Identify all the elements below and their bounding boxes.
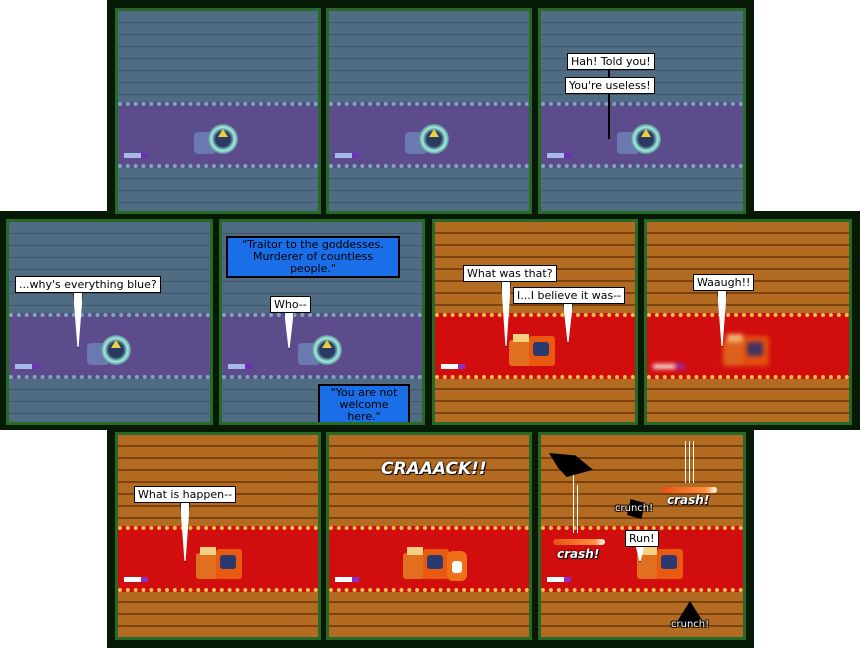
panel-10: crunch! crash! crash! Run! crunch!: [538, 432, 746, 640]
debris-streak: [689, 441, 690, 483]
speech-bubble-told-you: Hah! Told you!: [567, 53, 655, 70]
panel-2: [326, 8, 532, 214]
sound-effect-crash-2: crash!: [557, 547, 600, 561]
character-sprite: [405, 124, 451, 158]
panel-1: [115, 8, 321, 214]
sword: [547, 153, 571, 158]
sword: [653, 364, 685, 369]
sword: [124, 153, 148, 158]
speech-bubble-useless: You're useless!: [565, 77, 655, 94]
character-sprite: [509, 334, 557, 370]
speech-bubble-happen: What is happen--: [134, 486, 237, 503]
speech-bubble-waaugh: Waaugh!!: [693, 274, 755, 291]
burning-debris: [553, 539, 605, 545]
panel-3: Hah! Told you! You're useless!: [538, 8, 746, 214]
panel-5: "Traitor to the goddesses. Murderer of c…: [219, 219, 425, 425]
sword: [547, 577, 571, 582]
sword: [124, 577, 148, 582]
panel-7: Waaugh!!: [644, 219, 852, 425]
characters-sprite: [403, 547, 467, 583]
carpet: [435, 313, 635, 379]
sword: [15, 364, 39, 369]
narration-box-traitor: "Traitor to the goddesses. Murderer of c…: [226, 236, 400, 278]
speech-bubble-blue: ...why's everything blue?: [15, 276, 161, 293]
panel-9: CRAAACK!!: [326, 432, 532, 640]
character-sprite: [196, 547, 244, 583]
sound-effect-crunch-1: crunch!: [615, 503, 654, 514]
falling-debris: [627, 499, 645, 519]
sound-effect-crunch-2: crunch!: [671, 619, 710, 630]
sword: [441, 364, 465, 369]
falling-debris: [549, 453, 593, 477]
speech-bubble-who: Who--: [270, 296, 311, 313]
debris-streak: [577, 485, 578, 533]
sword: [335, 153, 359, 158]
narration-box-not-welcome: "You are not welcome here.": [318, 384, 410, 422]
panel-8: What is happen--: [115, 432, 321, 640]
carpet: [329, 102, 529, 168]
sword: [335, 577, 359, 582]
character-sprite: [194, 124, 240, 158]
speech-bubble-believe: I...I believe it was--: [513, 287, 626, 304]
debris-streak: [693, 441, 694, 483]
character-sprite: [87, 335, 133, 369]
speech-bubble-run: Run!: [625, 530, 659, 547]
character-sprite: [637, 547, 685, 583]
panel-6: What was that? I...I believe it was--: [432, 219, 638, 425]
debris-streak: [685, 441, 686, 483]
character-sprite: [298, 335, 344, 369]
debris-streak: [573, 475, 574, 533]
character-sprite: [617, 124, 663, 158]
sword: [228, 364, 252, 369]
carpet: [118, 102, 318, 168]
speech-bubble-what-was-that: What was that?: [463, 265, 557, 282]
character-sprite-blurred: [723, 334, 771, 370]
sound-effect-craaack: CRAAACK!!: [381, 459, 487, 479]
burning-debris: [661, 487, 717, 493]
speech-tail: [608, 69, 610, 139]
sound-effect-crash-1: crash!: [667, 493, 710, 507]
panel-4: ...why's everything blue?: [6, 219, 213, 425]
